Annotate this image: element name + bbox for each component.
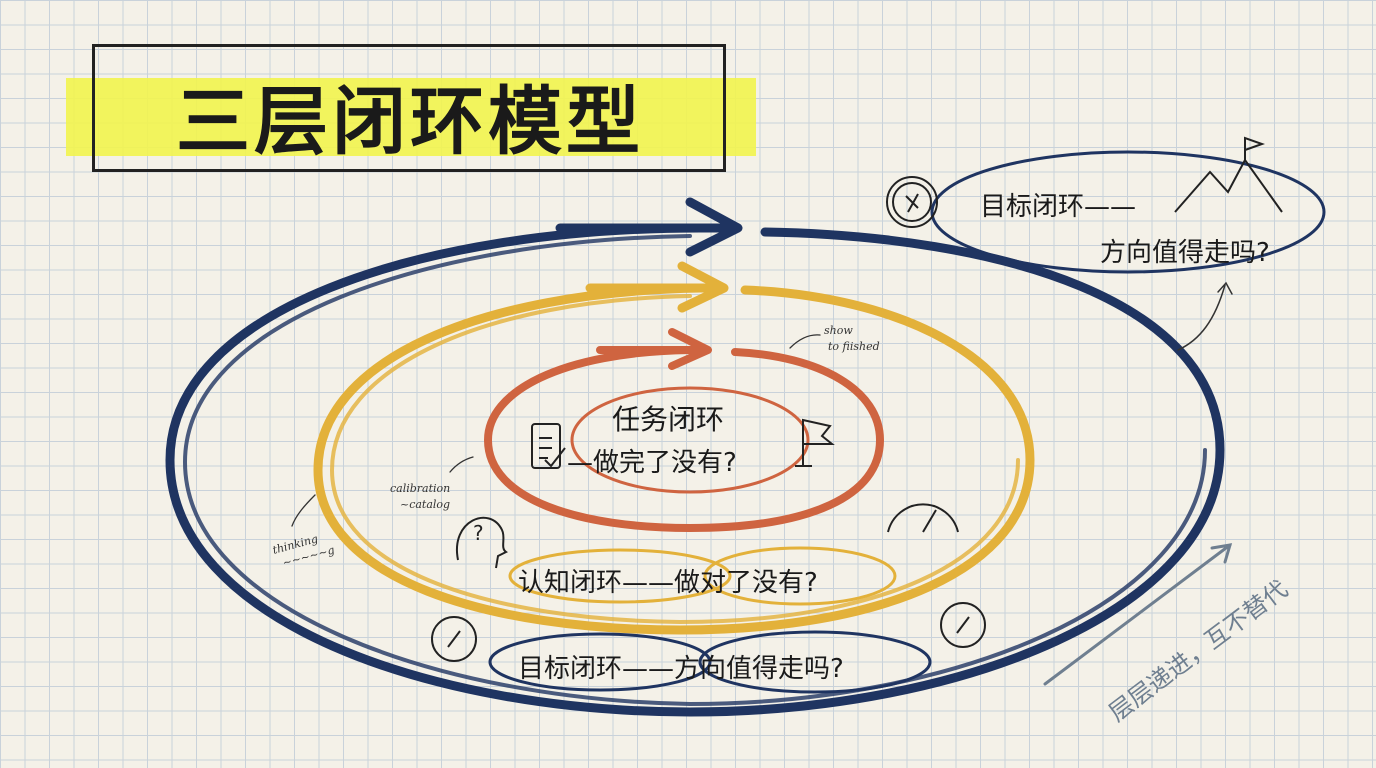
goal-label-ring [488, 632, 712, 692]
callout-line2: 方向值得走吗? [1100, 238, 1270, 268]
title-frame [92, 44, 726, 172]
task-loop [483, 346, 885, 533]
annotation-finished: to fiished [828, 340, 880, 353]
note-arrow-icon-3 [291, 494, 316, 527]
task-loop-title: 任务闭环 [612, 403, 725, 436]
compass-icon [940, 602, 986, 648]
annotation-calibration: calibration [390, 482, 451, 495]
svg-text:?: ? [473, 521, 484, 545]
gauge-icon [887, 503, 959, 533]
goal-label-ring2 [698, 630, 932, 694]
cognition-arrow-icon [585, 261, 729, 313]
note-arrow-icon [789, 334, 821, 349]
cognition-loop-label: 认知闭环——做对了没有? [518, 568, 818, 598]
goal-loop-stroke2 [182, 234, 1207, 707]
cognition-label-ring [703, 546, 897, 606]
goal-loop [165, 223, 1225, 717]
cognition-label-ring2 [508, 548, 732, 604]
title-highlight [66, 78, 756, 156]
compass-icon [431, 616, 477, 662]
goal-loop-label: 目标闭环——方向值得走吗? [518, 654, 844, 684]
curl-arrow-icon [1177, 281, 1233, 351]
goal-arrow-icon [555, 197, 743, 257]
cognition-loop-stroke2 [329, 294, 1020, 625]
callout-line1: 目标闭环—— [980, 192, 1137, 222]
callout-ring [930, 150, 1326, 274]
task-arrow-icon [596, 328, 712, 370]
compass-icon [886, 176, 938, 228]
checklist-icon [531, 423, 566, 469]
mountain-flag-icon [1174, 136, 1283, 213]
cognition-loop [313, 283, 1035, 635]
page-title: 三层闭环模型 [176, 79, 644, 165]
head-question-icon: ? [455, 516, 508, 569]
task-loop-question: —做完了没有? [567, 448, 737, 478]
note-arrow-icon-2 [449, 456, 474, 473]
annotation-show: show [824, 324, 853, 337]
progress-arrow-icon [1043, 543, 1233, 686]
annotation-catalog: ~catalog [400, 498, 451, 511]
flag-icon [795, 418, 835, 467]
task-label-ring [570, 386, 810, 494]
